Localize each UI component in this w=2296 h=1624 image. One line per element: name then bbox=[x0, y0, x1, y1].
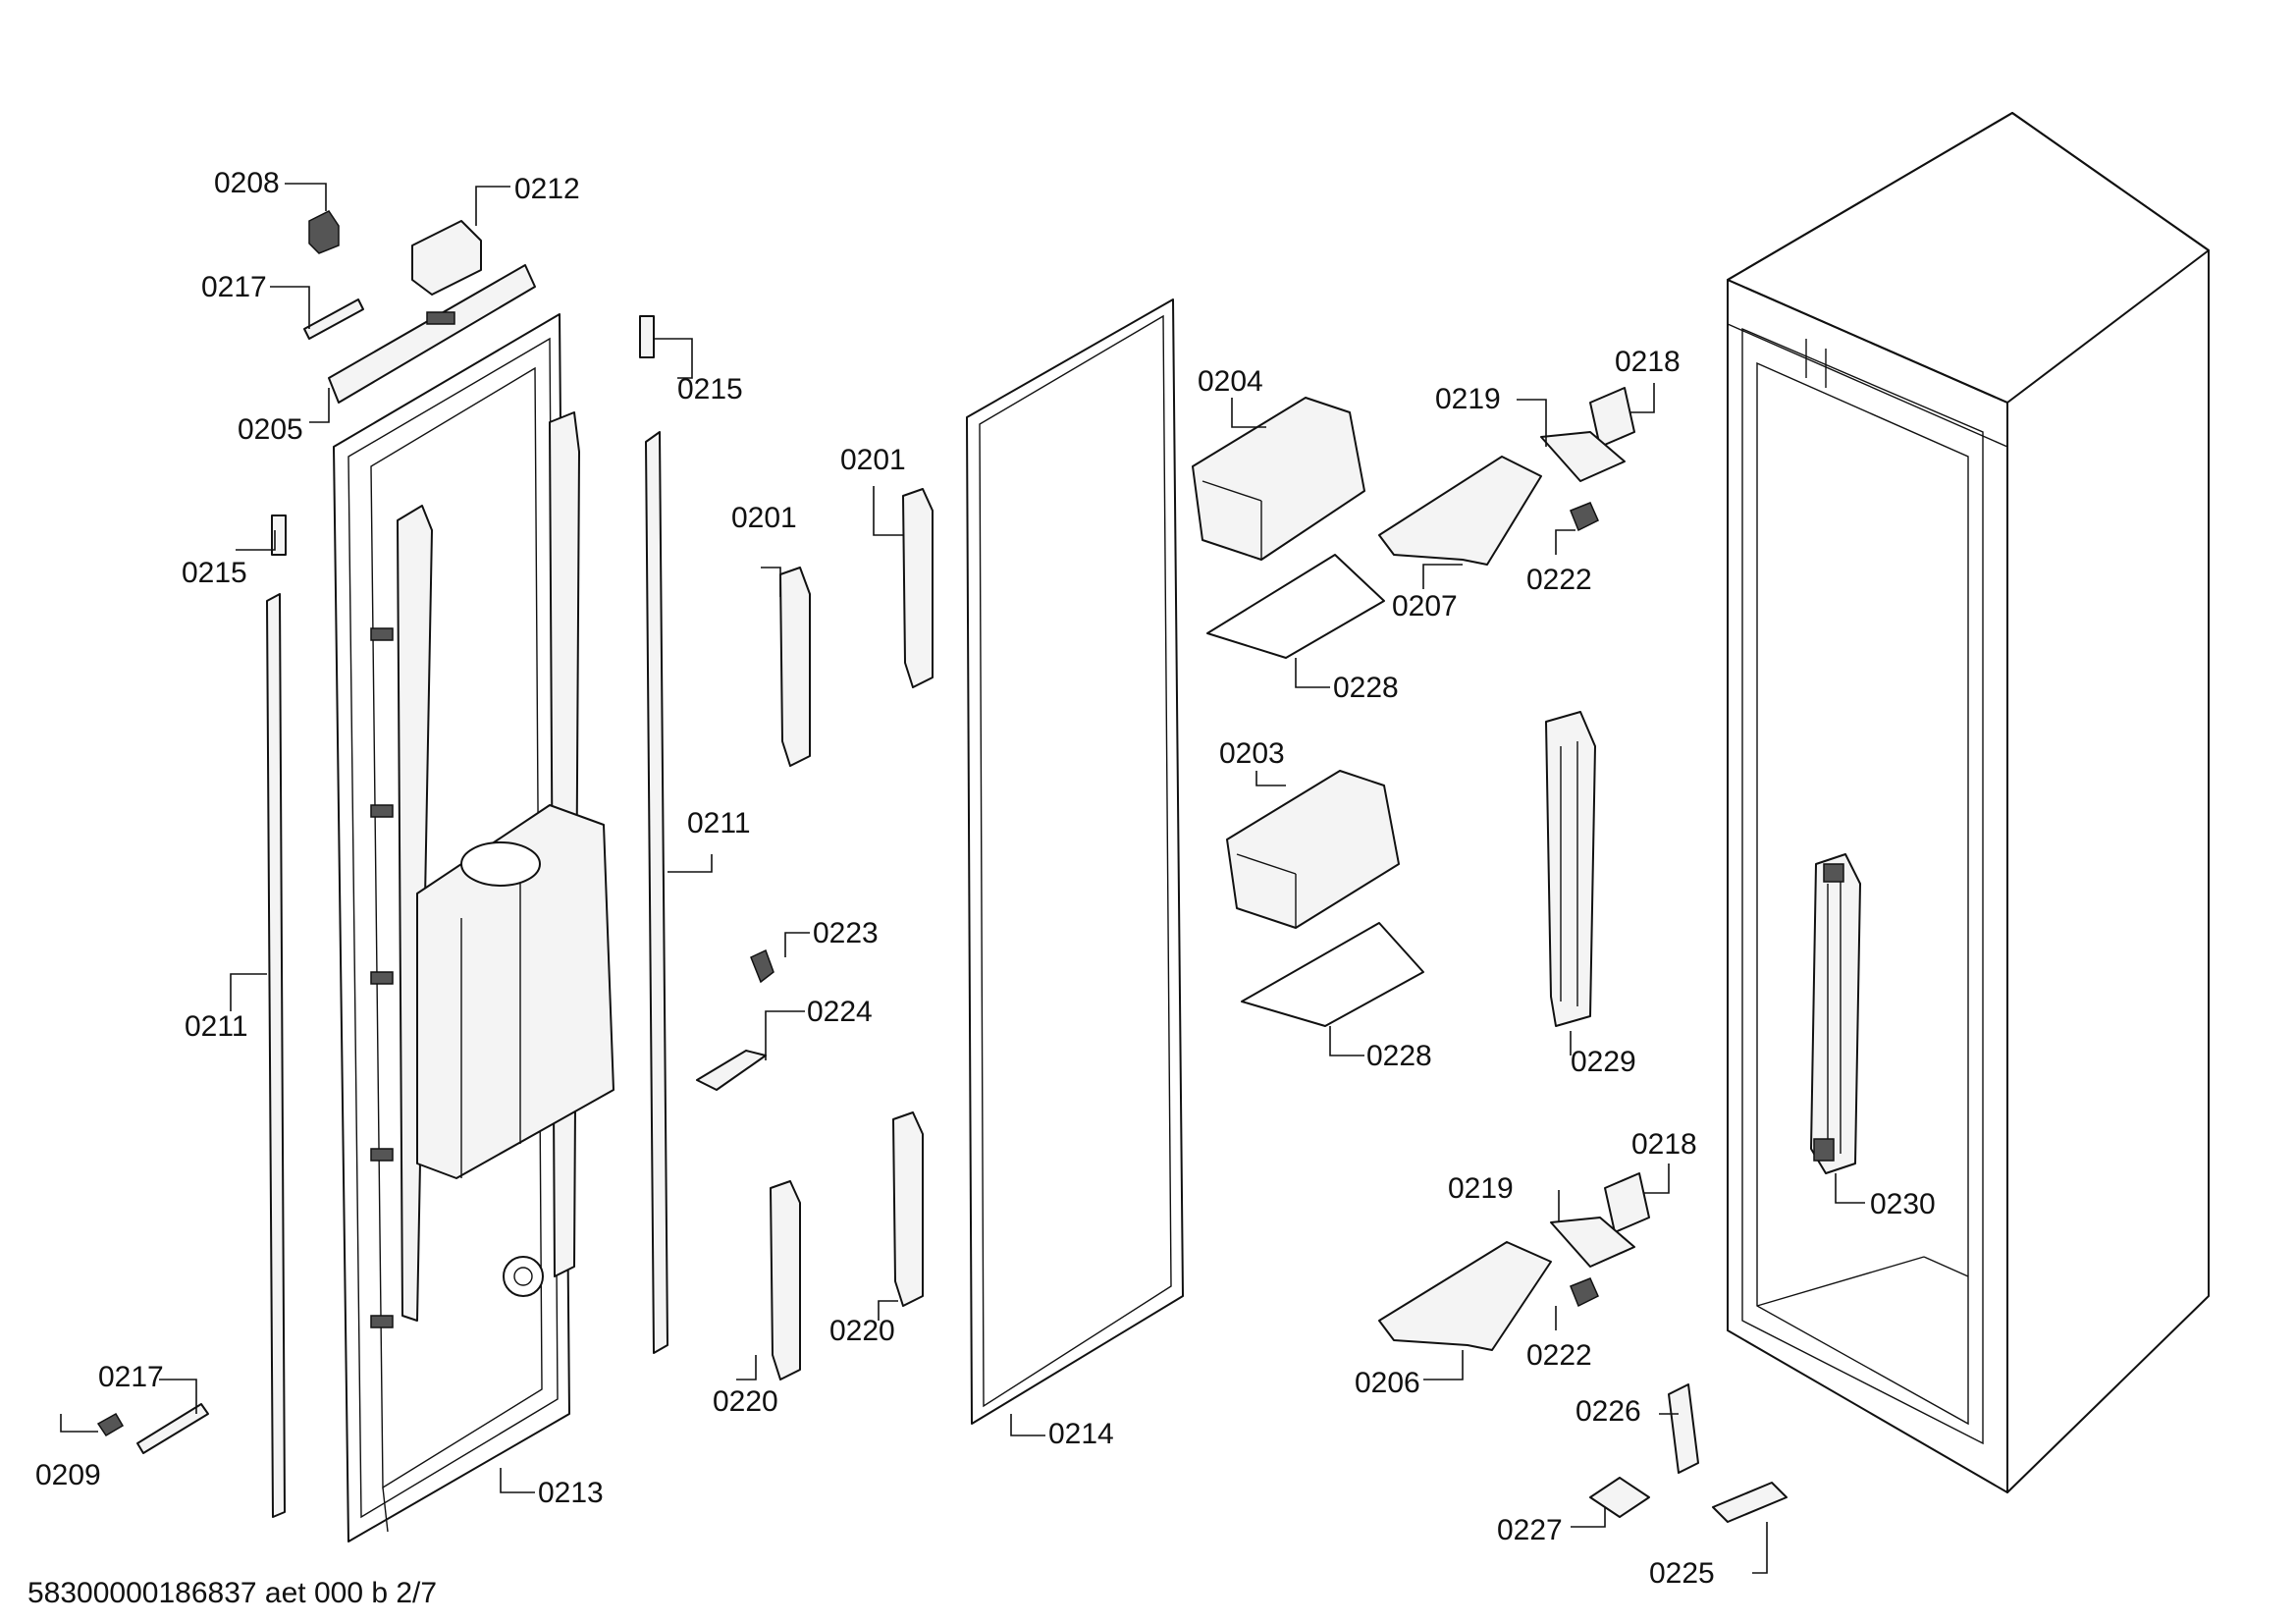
callout-label: 0211 bbox=[687, 807, 751, 839]
shelf-0228-bottom bbox=[1241, 922, 1424, 1027]
callout-label: 0220 bbox=[829, 1315, 895, 1347]
rail-0211-right bbox=[645, 431, 668, 1354]
cabinet-0230-housing bbox=[1727, 112, 2210, 1493]
document-id: 58300000186837 aet 000 b 2/7 bbox=[27, 1577, 437, 1609]
shelf-0228-top bbox=[1206, 554, 1385, 659]
handle-0229 bbox=[1545, 711, 1596, 1027]
cover-0212 bbox=[411, 220, 482, 296]
bracket-0218-top bbox=[1589, 387, 1635, 448]
callout-label: 0218 bbox=[1615, 346, 1681, 378]
callout-label: 0229 bbox=[1571, 1046, 1636, 1078]
callout-label: 0222 bbox=[1526, 564, 1592, 596]
callout-label: 0208 bbox=[214, 167, 280, 199]
plate-0224 bbox=[696, 1050, 767, 1091]
callout-label: 0214 bbox=[1048, 1418, 1114, 1450]
rail-0211-left bbox=[266, 593, 286, 1518]
callout-label: 0213 bbox=[538, 1477, 604, 1509]
gasket-0214 bbox=[966, 298, 1184, 1425]
clip-0215-right bbox=[639, 315, 655, 358]
callout-label: 0223 bbox=[813, 917, 879, 949]
clip-0215-left bbox=[271, 514, 287, 556]
part-0226 bbox=[1668, 1383, 1699, 1474]
callout-label: 0225 bbox=[1649, 1557, 1715, 1590]
callout-label: 0226 bbox=[1575, 1395, 1641, 1428]
callout-label: 0201 bbox=[840, 444, 906, 476]
hinge-0207 bbox=[1378, 456, 1542, 566]
callout-label: 0203 bbox=[1219, 737, 1285, 770]
clip-0201-a bbox=[779, 567, 811, 767]
callout-label: 0224 bbox=[807, 996, 873, 1028]
clip-0220-a bbox=[770, 1180, 801, 1380]
callout-label: 0222 bbox=[1526, 1339, 1592, 1372]
door-0213 bbox=[333, 313, 614, 1543]
callout-label: 0212 bbox=[514, 173, 580, 205]
clip-0220-b bbox=[892, 1111, 924, 1307]
callout-label: 0219 bbox=[1435, 383, 1501, 415]
clip-0209 bbox=[96, 1412, 125, 1437]
part-0225 bbox=[1712, 1482, 1788, 1523]
bracket-0205 bbox=[328, 264, 536, 404]
strip-0217-bottom bbox=[136, 1403, 209, 1454]
callout-label: 0211 bbox=[185, 1010, 248, 1043]
bin-0204 bbox=[1192, 397, 1365, 561]
callout-label: 0220 bbox=[713, 1385, 778, 1418]
callout-label: 0230 bbox=[1870, 1188, 1936, 1220]
part-0222-bottom bbox=[1570, 1277, 1599, 1308]
plate-0219-bottom bbox=[1550, 1217, 1635, 1268]
callout-label: 0209 bbox=[35, 1459, 101, 1491]
callout-label: 0228 bbox=[1366, 1040, 1432, 1072]
block-0208 bbox=[308, 210, 340, 254]
callout-label: 0205 bbox=[238, 413, 303, 446]
callout-label: 0207 bbox=[1392, 590, 1458, 623]
callout-label: 0217 bbox=[98, 1361, 164, 1393]
part-0227 bbox=[1589, 1477, 1650, 1518]
part-0223 bbox=[750, 948, 774, 984]
plate-0219-top bbox=[1540, 431, 1626, 482]
clip-0201-b bbox=[902, 488, 934, 688]
callout-label: 0206 bbox=[1355, 1367, 1420, 1399]
bin-0203 bbox=[1226, 770, 1400, 929]
callout-label: 0228 bbox=[1333, 672, 1399, 704]
hinge-0206 bbox=[1378, 1241, 1552, 1351]
handle-0230 bbox=[1810, 853, 1861, 1174]
callout-label: 0215 bbox=[677, 373, 743, 406]
callout-label: 0215 bbox=[182, 557, 247, 589]
callout-label: 0204 bbox=[1198, 365, 1263, 398]
bracket-0218-bottom bbox=[1604, 1172, 1650, 1233]
callout-label: 0218 bbox=[1631, 1128, 1697, 1161]
callout-label: 0217 bbox=[201, 271, 267, 303]
callout-label: 0201 bbox=[731, 502, 797, 534]
callout-labels: 0208 0212 0217 0205 0215 0215 0211 0211 … bbox=[35, 167, 1936, 1590]
callout-label: 0219 bbox=[1448, 1172, 1514, 1205]
callout-label: 0227 bbox=[1497, 1514, 1563, 1546]
leader-lines bbox=[60, 183, 1865, 1574]
part-0222-top bbox=[1570, 502, 1599, 532]
strip-0217-top bbox=[303, 298, 364, 340]
